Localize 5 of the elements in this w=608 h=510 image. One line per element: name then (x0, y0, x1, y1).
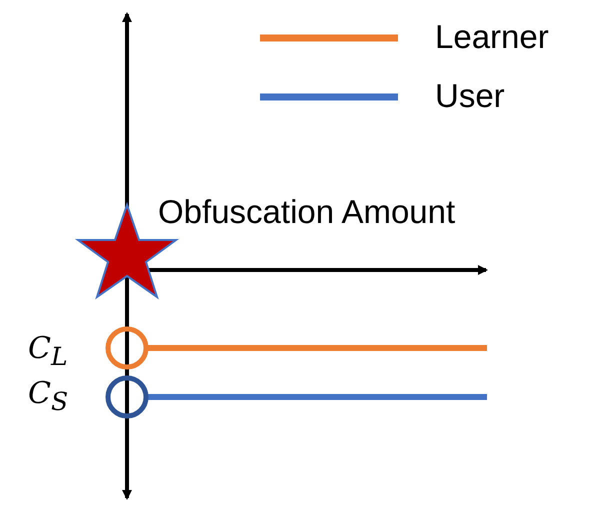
legend-label: User (435, 77, 505, 115)
constant-label: C$_{L}$ (28, 330, 68, 373)
legend-label: Learner (435, 18, 549, 56)
axis-label: Obfuscation Amount (158, 193, 456, 231)
constant-label: C$_{S}$ (28, 375, 68, 418)
